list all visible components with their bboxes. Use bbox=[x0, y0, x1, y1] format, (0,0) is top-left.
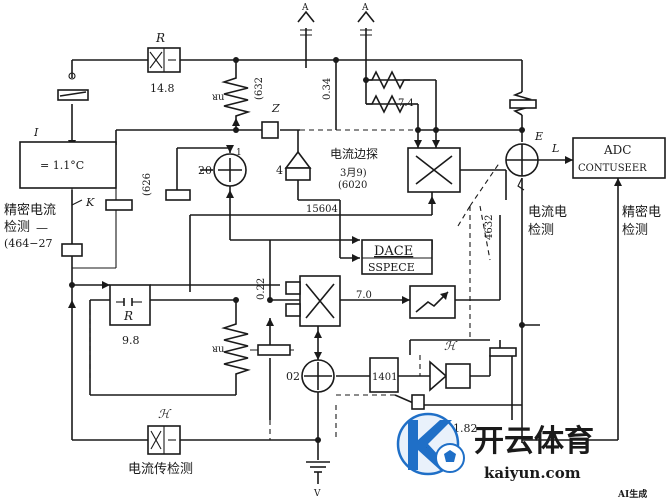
l-label: L bbox=[551, 142, 559, 155]
adc-line2: CONTUSEER bbox=[578, 163, 647, 174]
resistor-bottom: ℋ 电流传检测 bbox=[128, 407, 193, 477]
sensor-block: I = 1.1°C K bbox=[19, 126, 117, 257]
left-dash: — bbox=[36, 221, 48, 235]
dace-block: DACE SSPECE bbox=[361, 239, 433, 275]
capacitor-022: 0.22 bbox=[256, 278, 291, 356]
resistor-network: 0.34 7.4 E bbox=[322, 70, 543, 143]
left-annotation: 精密电流 检测 — (464−27 bbox=[4, 202, 56, 250]
supply-symbol-1: A bbox=[297, 3, 315, 68]
capacitor-z: Z (632 bbox=[254, 77, 280, 139]
right-line1: 精密电 bbox=[622, 204, 661, 220]
ground-symbol: V bbox=[306, 461, 330, 499]
ground-label: V bbox=[313, 489, 321, 499]
left-labels: (626 1 bbox=[105, 148, 242, 211]
ru-label-top: ᴚu bbox=[212, 92, 225, 103]
r-top-label: R bbox=[155, 31, 165, 45]
xc-label-1: ℋ bbox=[444, 339, 458, 353]
resistor-ru-bottom: ᴚu bbox=[212, 318, 251, 380]
bottom-label: 电流传检测 bbox=[128, 462, 193, 477]
supply-label-2: A bbox=[361, 3, 369, 13]
watermark: K 开云体育 kaiyun.com AI生成 bbox=[396, 412, 647, 500]
r-mid-label: R bbox=[123, 309, 133, 323]
watermark-corner: AI生成 bbox=[617, 488, 647, 500]
ru-label-bottom: ᴚu bbox=[212, 344, 225, 355]
e-label: E bbox=[534, 130, 543, 143]
label-15604: 15604 bbox=[306, 204, 338, 215]
buffer-node-4: 4 bbox=[276, 150, 312, 181]
mid-right-line1: 电流电 bbox=[528, 205, 567, 220]
label-02: 02 bbox=[286, 370, 300, 383]
dace-line2: SSPECE bbox=[368, 261, 415, 274]
label-626: (626 bbox=[142, 173, 153, 196]
driver-block: ℋ bbox=[429, 339, 517, 392]
watermark-logo-letter: K bbox=[426, 447, 427, 449]
v74-label: 7.4 bbox=[398, 98, 414, 109]
adc-block: ADC CONTUSEER bbox=[572, 137, 666, 179]
sum-node-02: 02 bbox=[286, 359, 335, 393]
left-title-line2: 检测 bbox=[4, 220, 30, 235]
k-label: K bbox=[85, 196, 95, 209]
v034-label: 0.34 bbox=[322, 78, 333, 100]
resistor-r-mid: R 9.8 bbox=[109, 284, 151, 347]
supply-symbol-2: A bbox=[357, 3, 375, 68]
gain-block bbox=[409, 285, 456, 319]
sum-node-e: L bbox=[505, 142, 559, 191]
label-4: 4 bbox=[276, 164, 283, 177]
watermark-brand-url: kaiyun.com bbox=[484, 464, 581, 482]
right-annotation: 电流电 检测 精密电 检测 4632 bbox=[484, 204, 661, 240]
mid-marker: 1 bbox=[236, 148, 242, 158]
label-632: (632 bbox=[254, 77, 265, 100]
label-20: 20 bbox=[198, 164, 212, 177]
xc-label-2: ℋ bbox=[158, 407, 172, 421]
right-line2: 检测 bbox=[622, 223, 648, 238]
adc-line1: ADC bbox=[603, 143, 631, 157]
mid-annotation: 电流边探 3月9) (6020 15604 bbox=[306, 147, 378, 215]
dace-line1: DACE bbox=[374, 244, 413, 259]
r-top-value: 14.8 bbox=[150, 82, 175, 95]
switch bbox=[57, 72, 89, 101]
r-mid-value: 9.8 bbox=[122, 334, 140, 347]
multiplier-mid: 7.0 bbox=[285, 275, 372, 327]
v70-label: 7.0 bbox=[356, 290, 372, 301]
left-code: (464−27 bbox=[4, 237, 53, 250]
sum-node-20: 20 bbox=[198, 153, 247, 187]
arrows bbox=[68, 118, 622, 360]
sensor-temp: = 1.1°C bbox=[40, 159, 84, 172]
block-1401: 1401 bbox=[369, 357, 399, 393]
sum-sub2: (6020 bbox=[338, 180, 367, 191]
label-1401: 1401 bbox=[372, 372, 397, 383]
multiplier-top bbox=[407, 147, 461, 193]
wiring bbox=[71, 59, 619, 460]
mid-right-line2: 检测 bbox=[528, 223, 554, 238]
v022-label: 0.22 bbox=[256, 278, 267, 300]
resistor-ru-top: ᴚu bbox=[212, 72, 251, 118]
left-title-line1: 精密电流 bbox=[4, 202, 56, 218]
z-label: Z bbox=[271, 102, 280, 115]
watermark-brand-cn: 开云体育 bbox=[474, 424, 594, 459]
sum-sub1: 3月9) bbox=[340, 167, 367, 179]
label-4632: 4632 bbox=[484, 215, 495, 240]
supply-label-1: A bbox=[301, 3, 309, 13]
sensor-i-label: I bbox=[33, 126, 39, 139]
resistor-r-top: R 14.8 bbox=[147, 31, 181, 95]
sum-label: 电流边探 bbox=[330, 147, 378, 161]
